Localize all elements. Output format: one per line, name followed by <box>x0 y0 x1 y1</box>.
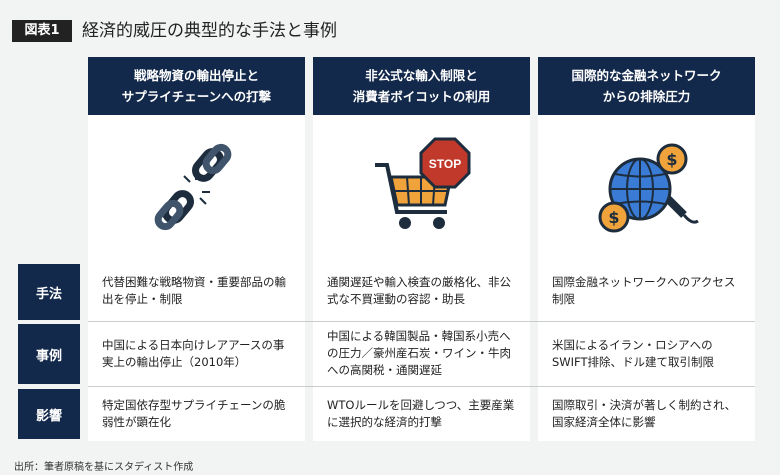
case-cell: 中国による韓国製品・韓国系小売への圧力／豪州産石炭・ワイン・牛肉への高関税・通関… <box>327 329 511 377</box>
row-divider <box>88 386 755 387</box>
column-header: 戦略物資の輸出停止とサプライチェーンへの打撃 <box>88 57 305 115</box>
row-divider <box>88 321 755 322</box>
svg-text:$: $ <box>666 150 677 169</box>
figure-badge: 図表1 <box>12 20 72 42</box>
svg-text:$: $ <box>608 208 619 227</box>
column-header: 国際的な金融ネットワークからの排除圧力 <box>538 57 755 115</box>
method-cell: 通関遅延や輸入検査の厳格化、非公式な不買運動の容認・助長 <box>327 275 511 306</box>
row-label-impact: 影響 <box>18 389 80 439</box>
page-title: 経済的威圧の典型的な手法と事例 <box>82 21 337 41</box>
globe-dollar-plug-icon: $$ <box>538 127 755 247</box>
case-cell: 中国による日本向けレアアースの事実上の輸出停止（2010年） <box>102 337 285 369</box>
svg-text:STOP: STOP <box>428 157 460 171</box>
broken-chain-icon <box>88 127 305 247</box>
method-cell: 代替困難な戦略物資・重要部品の輸出を停止・制限 <box>102 275 286 306</box>
method-cell: 国際金融ネットワークへのアクセス制限 <box>552 275 736 306</box>
column-import: 非公式な輸入制限と消費者ボイコットの利用 STOP 通関遅延や輸入検査の厳格化、… <box>313 57 530 441</box>
row-label-method: 手法 <box>18 264 80 320</box>
impact-cell: 国際取引・決済が著しく制約され、国家経済全体に影響 <box>552 398 737 429</box>
column-supply: 戦略物資の輸出停止とサプライチェーンへの打撃 代替困難な戦略物資・重要部品の輸出… <box>88 57 305 441</box>
impact-cell: WTOルールを回避しつつ、主要産業に選択的な経済的打撃 <box>327 398 515 429</box>
source-note: 出所：筆者原稿を基にスタディスト作成 <box>14 462 194 473</box>
case-cell: 米国によるイラン・ロシアへのSWIFT排除、ドル建て取引制限 <box>552 337 714 369</box>
cart-stop-icon: STOP <box>313 127 530 247</box>
row-label-case: 事例 <box>18 324 80 384</box>
column-finance: 国際的な金融ネットワークからの排除圧力 $$ 国際金融ネットワークへのアクセス制… <box>538 57 755 441</box>
column-header: 非公式な輸入制限と消費者ボイコットの利用 <box>313 57 530 115</box>
impact-cell: 特定国依存型サプライチェーンの脆弱性が顕在化 <box>102 398 286 429</box>
